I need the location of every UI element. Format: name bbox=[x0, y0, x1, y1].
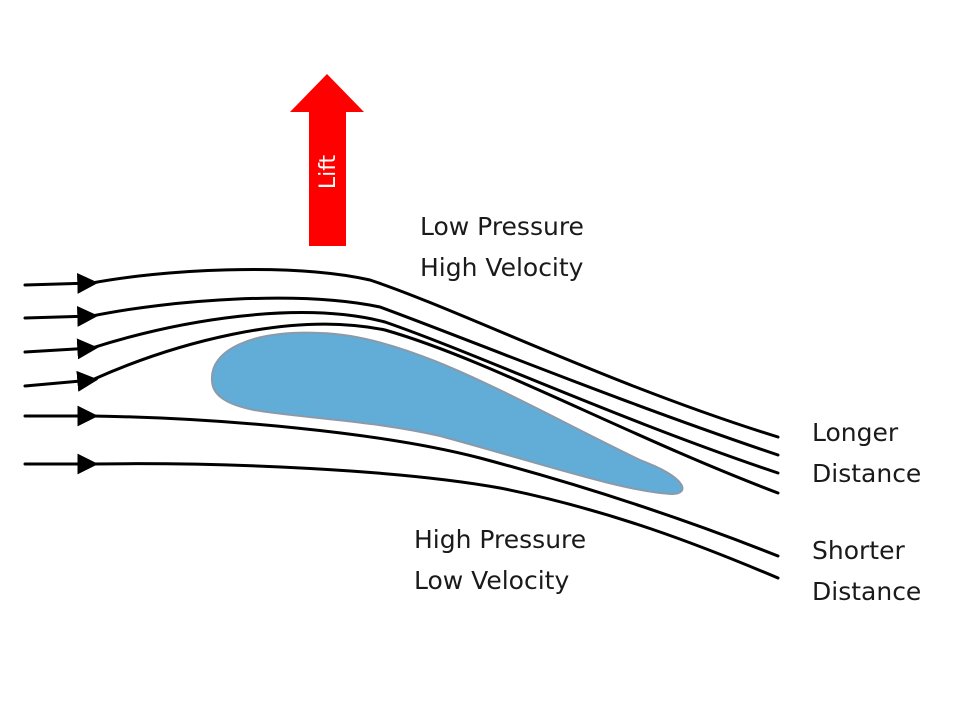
streamline-top-4-body bbox=[90, 322, 780, 495]
lower-path-label: Shorter Distance bbox=[812, 530, 921, 612]
lift-arrow-shape bbox=[290, 74, 364, 246]
lower-region-label: High Pressure Low Velocity bbox=[414, 519, 586, 601]
upper-path-label: Longer Distance bbox=[812, 412, 921, 494]
lower-region-line2: Low Velocity bbox=[414, 566, 570, 595]
lower-path-line2: Distance bbox=[812, 577, 922, 606]
streamline-bottom-2-body bbox=[90, 462, 780, 580]
upper-region-line1: Low Pressure bbox=[420, 212, 584, 241]
lift-label: Lift bbox=[316, 154, 341, 189]
upper-region-label: Low Pressure High Velocity bbox=[420, 206, 584, 288]
upper-streamlines bbox=[23, 268, 780, 495]
upper-path-line2: Distance bbox=[812, 459, 922, 488]
streamline-top-3 bbox=[23, 338, 99, 360]
lower-streamlines bbox=[23, 405, 780, 580]
streamline-top-1-body bbox=[90, 268, 780, 439]
airfoil bbox=[210, 331, 684, 496]
streamline-bottom-1-body bbox=[90, 414, 780, 558]
streamline-top-2-body bbox=[90, 296, 780, 457]
streamline-top-4 bbox=[23, 370, 99, 392]
upper-region-line2: High Velocity bbox=[420, 253, 584, 282]
streamline-top-1 bbox=[23, 272, 99, 294]
streamline-top-2 bbox=[23, 305, 99, 327]
upper-path-line1: Longer bbox=[812, 418, 899, 447]
lift-arrow: Lift bbox=[290, 74, 364, 246]
lower-path-line1: Shorter bbox=[812, 536, 905, 565]
lower-region-line1: High Pressure bbox=[414, 525, 587, 554]
streamline-top-3-body bbox=[90, 311, 780, 475]
